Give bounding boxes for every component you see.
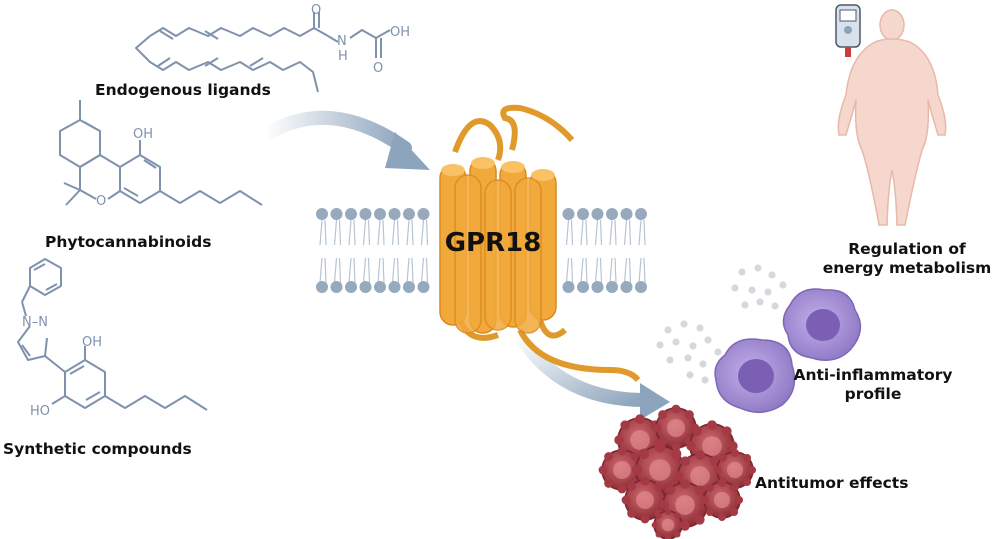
phyto-o-label: O <box>96 194 106 209</box>
endogenous-ligand-molecule <box>135 12 391 93</box>
effect-arrow <box>513 328 670 420</box>
acid-oh-label: OH <box>390 25 410 40</box>
ligand-arrow <box>258 110 430 170</box>
synthetic-compounds-label: Synthetic compounds <box>3 440 192 458</box>
antitumor-effects-label: Antitumor effects <box>755 474 909 492</box>
synthetic-oh-label: OH <box>82 335 102 350</box>
amide-n-label: N <box>337 34 347 49</box>
phytocannabinoids-label: Phytocannabinoids <box>45 233 212 251</box>
amide-h-label: H <box>338 49 348 64</box>
energy-metabolism-label: Regulation of energy metabolism <box>812 240 1000 278</box>
macrophage-cell-icon <box>714 338 796 414</box>
phytocannabinoid-molecule <box>59 100 263 206</box>
acid-o-label: O <box>373 61 383 76</box>
anti-label-line2: profile <box>844 385 902 403</box>
anti-label-line1: Anti-inflammatory <box>793 366 953 384</box>
tumor-cell-icon <box>598 404 757 539</box>
energy-label-line2: energy metabolism <box>822 259 992 277</box>
phyto-oh-label: OH <box>133 127 153 142</box>
endogenous-ligands-label: Endogenous ligands <box>95 81 271 99</box>
synthetic-compound-molecule <box>17 258 208 411</box>
pyrazole-n-label: N–N <box>22 315 48 330</box>
macrophage-cell-icon <box>782 288 862 361</box>
gpr18-receptor-icon <box>439 104 641 383</box>
synthetic-ho-label: HO <box>30 404 50 419</box>
human-body-icon <box>837 9 947 226</box>
carbonyl-oxygen-label: O <box>311 3 321 18</box>
gpr18-title: GPR18 <box>444 228 542 258</box>
glucometer-icon <box>835 4 861 57</box>
energy-label-line1: Regulation of <box>848 240 966 258</box>
secreted-vesicles <box>656 264 787 384</box>
cell-membrane <box>316 208 647 293</box>
anti-inflammatory-label: Anti-inflammatory profile <box>788 366 958 404</box>
